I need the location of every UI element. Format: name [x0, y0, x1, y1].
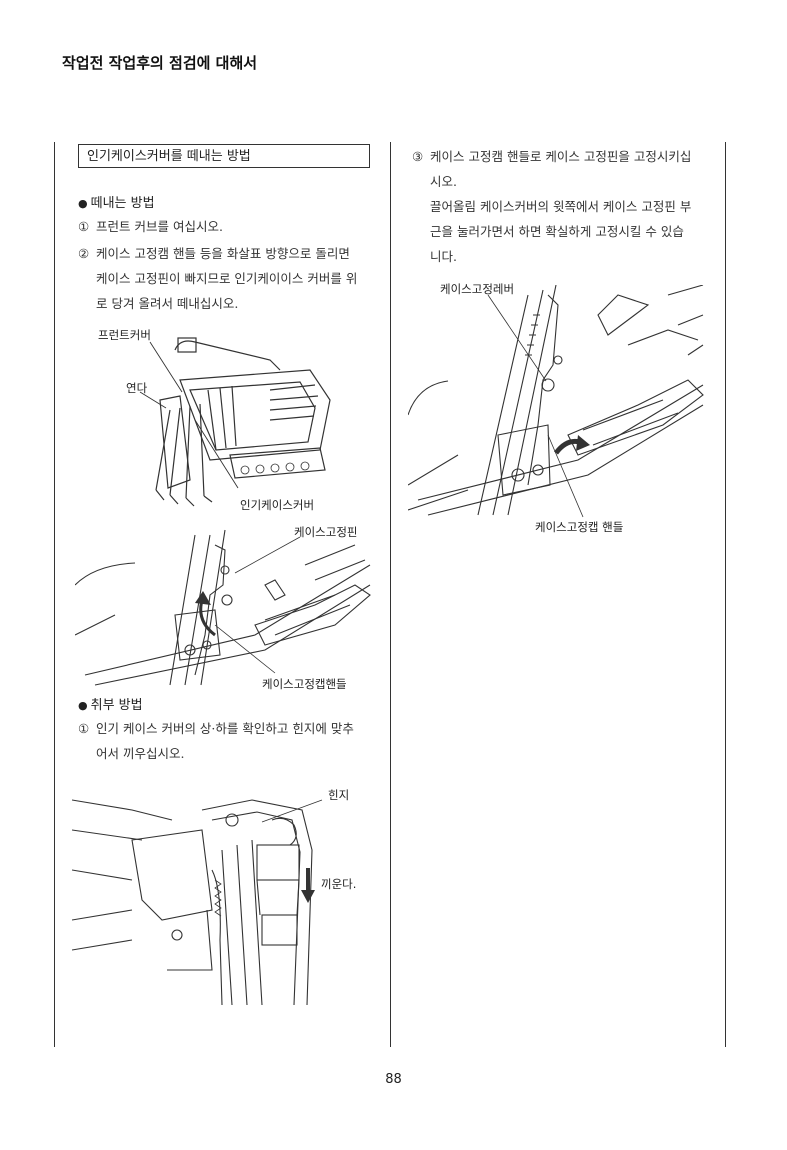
- step-3-note: 끌어올림 케이스커버의 윗쪽에서 케이스 고정핀 부 근을 눌러가면서 하면 확…: [430, 199, 692, 264]
- right-border-rule: [725, 142, 726, 1047]
- page-title: 작업전 작업후의 점검에 대해서: [62, 54, 258, 72]
- label-case-cam-handle: 케이스고정캡핸들: [262, 677, 347, 691]
- column-divider: [390, 142, 391, 1047]
- label-front-cover: 프런트커버: [98, 328, 151, 342]
- label-lifter: 연다: [126, 381, 148, 395]
- hinge-install-illustration: [72, 799, 323, 1006]
- label-case-cover: 인기케이스커버: [240, 498, 315, 512]
- label-case-cam-handle-right: 케이스고정캡 핸들: [535, 520, 624, 534]
- label-insert: 끼운다.: [321, 877, 357, 891]
- install-heading: ●취부 방법: [78, 698, 143, 713]
- case-lever-illustration: [408, 285, 704, 518]
- label-hinge: 힌지: [328, 788, 350, 802]
- bullet-dot-icon: ●: [78, 197, 88, 210]
- page-number: 88: [385, 1072, 402, 1087]
- label-case-pin: 케이스고정핀: [294, 525, 358, 539]
- remove-heading: ●떼내는 방법: [78, 196, 155, 211]
- case-pin-detail-illustration: [75, 529, 371, 686]
- harvester-illustration: [139, 337, 331, 507]
- bullet-dot-icon: ●: [78, 699, 88, 712]
- section-title: 인기케이스커버를 떼내는 방법: [78, 144, 370, 168]
- label-case-lever: 케이스고정레버: [440, 282, 515, 296]
- left-border-rule: [54, 142, 55, 1047]
